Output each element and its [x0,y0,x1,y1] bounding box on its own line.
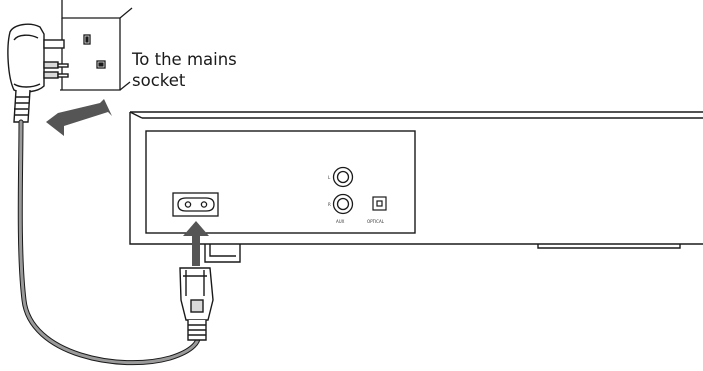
optical-port [372,196,387,211]
insert-arrow-up [183,221,209,266]
insert-arrow-left [46,99,112,136]
aux-label: AUX [336,219,345,224]
aux-input-jacks [332,166,354,215]
iec-connector [179,267,214,341]
instruction-caption: To the mains socket [132,49,282,91]
caption-line-1: To the mains [132,50,237,69]
aux-left-label: L [328,175,331,180]
caption-line-2: socket [132,71,186,90]
wall-socket [60,0,133,91]
power-cable [17,119,201,366]
power-inlet [172,192,219,217]
device-body [129,111,703,263]
mains-plug [7,23,69,123]
aux-right-label: R [328,202,331,207]
optical-label: OPTICAL [367,219,385,224]
